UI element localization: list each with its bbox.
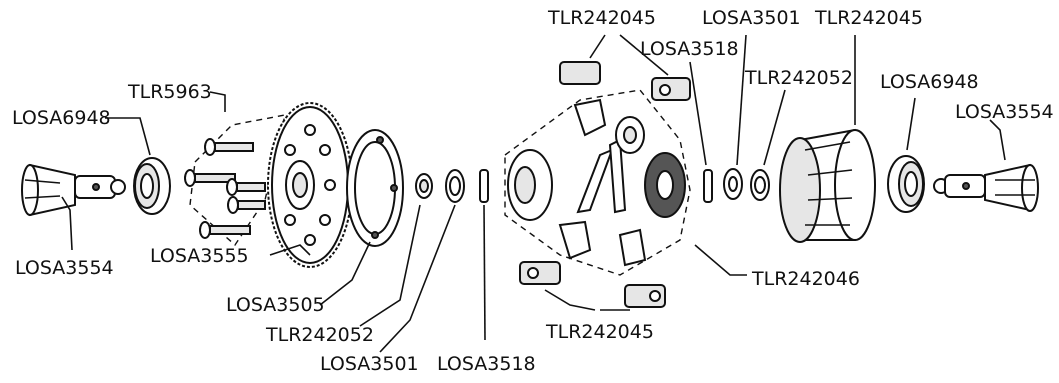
oring-left-center xyxy=(449,176,461,196)
shim-right-center xyxy=(728,176,738,192)
pin-block-hole-3 xyxy=(649,290,661,302)
gear-set xyxy=(504,89,691,276)
label-losa3501-bottom: LOSA3501 xyxy=(320,353,419,375)
pin-right xyxy=(703,169,713,203)
label-tlr5963: TLR5963 xyxy=(127,81,212,103)
gasket xyxy=(346,129,404,247)
outdrive-left xyxy=(21,163,126,217)
label-losa3554-left: LOSA3554 xyxy=(15,257,114,279)
screws xyxy=(184,114,286,247)
label-losa6948-right: LOSA6948 xyxy=(880,71,979,93)
pin-block-bottom-left xyxy=(519,261,561,285)
outdrive-right xyxy=(933,163,1039,212)
oring-right-center xyxy=(754,176,766,194)
label-losa3554-right: LOSA3554 xyxy=(955,101,1054,123)
label-losa3505: LOSA3505 xyxy=(226,294,325,316)
pin-block-top-left xyxy=(559,61,601,85)
pin-block-hole-1 xyxy=(659,84,671,96)
diff-case xyxy=(779,128,876,243)
shim-left-center xyxy=(419,179,429,193)
bearing-left xyxy=(133,157,171,215)
pin-left xyxy=(479,169,489,203)
label-tlr242052-right: TLR242052 xyxy=(744,67,853,89)
labels: LOSA3554 LOSA6948 TLR5963 LOSA3555 LOSA3… xyxy=(12,7,1054,375)
label-tlr242045-top: TLR242045 xyxy=(547,7,656,29)
label-tlr242046: TLR242046 xyxy=(751,268,860,290)
bearing-right xyxy=(887,155,925,213)
leader-lines xyxy=(61,34,1006,353)
spur-gear xyxy=(267,102,353,268)
pin-block-top-right xyxy=(651,77,691,101)
label-losa3555: LOSA3555 xyxy=(150,245,249,267)
label-losa3501-top: LOSA3501 xyxy=(702,7,801,29)
label-losa3518-top: LOSA3518 xyxy=(640,38,739,60)
label-tlr242045-bottom: TLR242045 xyxy=(545,321,654,343)
label-tlr242045-top-right: TLR242045 xyxy=(814,7,923,29)
pin-block-hole-2 xyxy=(527,267,539,279)
label-tlr242052-bottom: TLR242052 xyxy=(265,324,374,346)
label-losa6948-left: LOSA6948 xyxy=(12,107,111,129)
label-losa3518-bottom: LOSA3518 xyxy=(437,353,536,375)
